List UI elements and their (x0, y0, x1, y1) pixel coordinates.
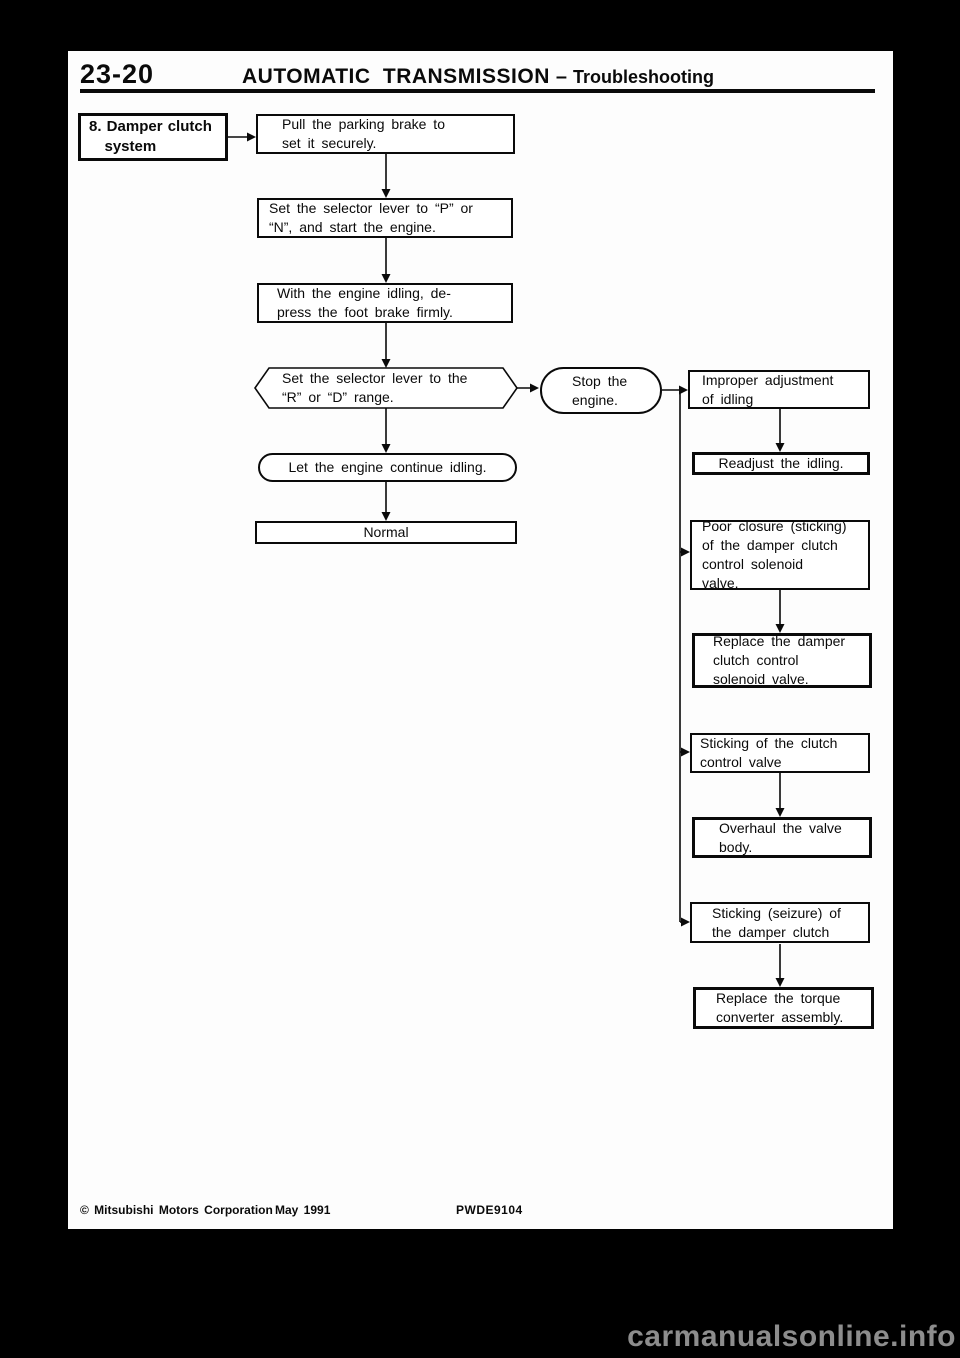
flow-decision-selector-rd: Set the selector lever to the “R” or “D”… (269, 368, 516, 408)
flow-cause-sticking-clutch-valve: Sticking of the clutch control valve (690, 733, 870, 773)
chapter-title: AUTOMATIC TRANSMISSION (241, 65, 550, 88)
flow-remedy-replace-solenoid-label: Replace the damper clutch control soleno… (713, 633, 846, 687)
flow-step-selector-pn-label: Set the selector lever to “P” or “N”, an… (269, 200, 473, 235)
title-separator: – (555, 66, 567, 88)
flow-step-engine-idling: With the engine idling, de- press the fo… (257, 283, 513, 323)
flow-cause-sticking-damper-clutch-label: Sticking (seizure) of the damper clutch (712, 904, 841, 940)
flow-result-normal: Normal (255, 521, 517, 544)
manual-page: 23-20 AUTOMATIC TRANSMISSION–Troubleshoo… (68, 51, 893, 1229)
flow-step-pull-brake-label: Pull the parking brake to set it securel… (282, 116, 445, 151)
flow-start-label: 8. Damper clutch system (89, 118, 212, 155)
revision-date: May 1991 (275, 1203, 331, 1217)
section-title: Troubleshooting (573, 67, 714, 87)
flow-remedy-readjust-idling: Readjust the idling. (692, 452, 870, 475)
flow-remedy-overhaul-valve-body: Overhaul the valve body. (692, 817, 872, 858)
flow-remedy-overhaul-valve-body-label: Overhaul the valve body. (719, 819, 842, 855)
flow-action-stop-engine-label: Stop the engine. (572, 372, 628, 408)
flow-decision-selector-rd-label: Set the selector lever to the “R” or “D”… (282, 370, 468, 405)
flow-start-damper-clutch-system: 8. Damper clutch system (78, 113, 228, 161)
flow-step-pull-brake: Pull the parking brake to set it securel… (256, 114, 515, 154)
flow-remedy-replace-torque-converter-label: Replace the torque converter assembly. (716, 990, 844, 1025)
flow-remedy-readjust-idling-label: Readjust the idling. (718, 455, 844, 471)
flow-step-engine-idling-label: With the engine idling, de- press the fo… (277, 285, 453, 320)
flow-step-selector-pn: Set the selector lever to “P” or “N”, an… (257, 198, 513, 238)
flow-remedy-replace-solenoid: Replace the damper clutch control soleno… (692, 633, 872, 688)
page-number: 23-20 (80, 59, 155, 89)
flow-cause-improper-idling-label: Improper adjustment of idling (702, 371, 834, 407)
header-rule (80, 89, 875, 93)
page-title: AUTOMATIC TRANSMISSION–Troubleshooting (178, 65, 778, 89)
flow-cause-poor-closure: Poor closure (sticking) of the damper cl… (690, 518, 870, 591)
flow-remedy-replace-torque-converter: Replace the torque converter assembly. (693, 987, 874, 1029)
document-code: PWDE9104 (456, 1203, 523, 1217)
watermark-text: carmanualsonline.info (627, 1320, 956, 1353)
flow-result-normal-label: Normal (363, 524, 409, 540)
flow-action-continue-idling-label: Let the engine continue idling. (288, 459, 487, 475)
copyright-text: © Mitsubishi Motors Corporation (80, 1203, 273, 1217)
flow-action-stop-engine: Stop the engine. (540, 367, 662, 414)
flow-cause-improper-idling: Improper adjustment of idling (688, 370, 870, 409)
flow-cause-sticking-damper-clutch: Sticking (seizure) of the damper clutch (690, 902, 870, 943)
flow-cause-sticking-clutch-valve-label: Sticking of the clutch control valve (700, 735, 838, 770)
flow-action-continue-idling: Let the engine continue idling. (258, 453, 517, 482)
flow-cause-poor-closure-label: Poor closure (sticking) of the damper cl… (702, 518, 847, 591)
